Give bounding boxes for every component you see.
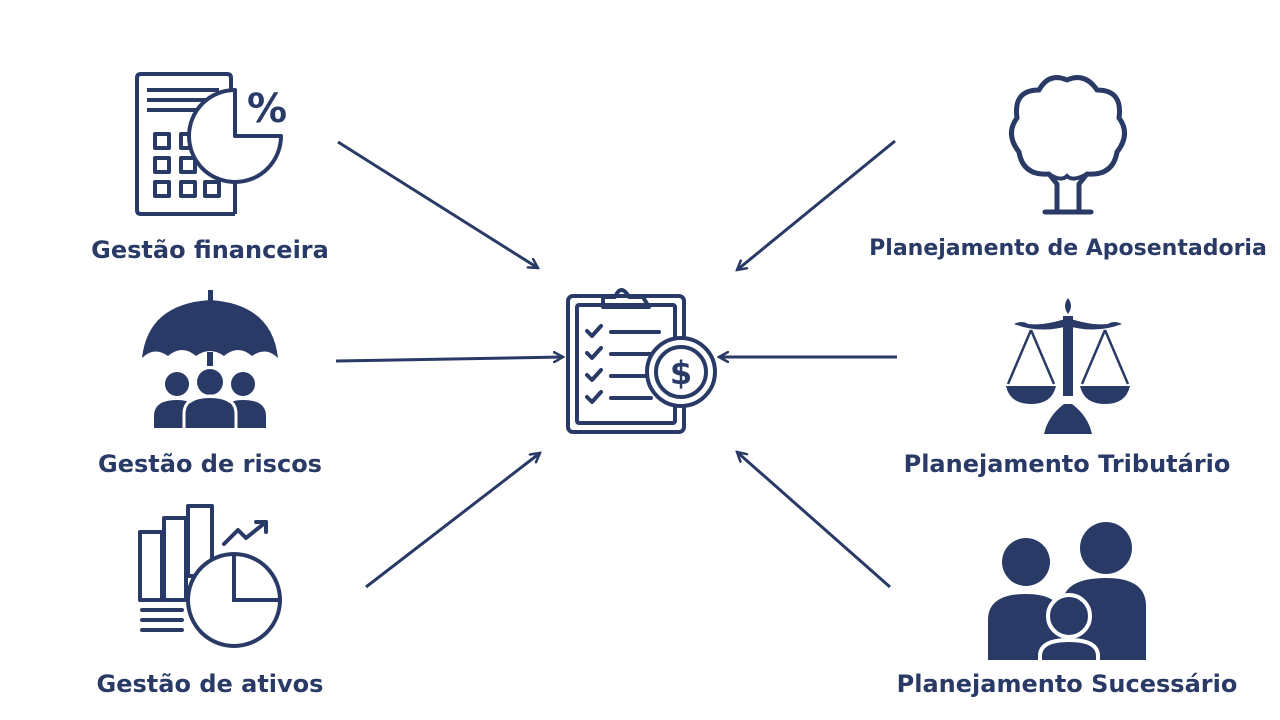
clipboard-dollar-icon: $	[566, 288, 717, 434]
retirement-label: Planejamento de Aposentadoria	[869, 236, 1267, 261]
arrow-assets	[365, 453, 540, 589]
arrow-risk	[335, 357, 563, 361]
assets-label: Gestão de ativos	[96, 670, 324, 698]
calculator-pie-chart-icon: %	[135, 72, 287, 216]
financial-label: Gestão financeira	[91, 236, 329, 264]
bar-chart-pie-icon	[138, 504, 282, 648]
svg-text:%: %	[247, 86, 287, 132]
umbrella-people-icon	[142, 290, 278, 428]
risk-label: Gestão de riscos	[98, 450, 322, 478]
tree-icon	[1009, 75, 1127, 215]
svg-text:$: $	[670, 354, 692, 392]
scales-icon	[1006, 298, 1130, 434]
succession-label: Planejamento Sucessário	[896, 670, 1238, 698]
family-icon	[988, 522, 1146, 664]
tax-label: Planejamento Tributário	[903, 450, 1231, 478]
arrow-succession	[737, 452, 891, 589]
arrow-retirement	[737, 139, 896, 270]
arrow-financial	[337, 140, 538, 268]
